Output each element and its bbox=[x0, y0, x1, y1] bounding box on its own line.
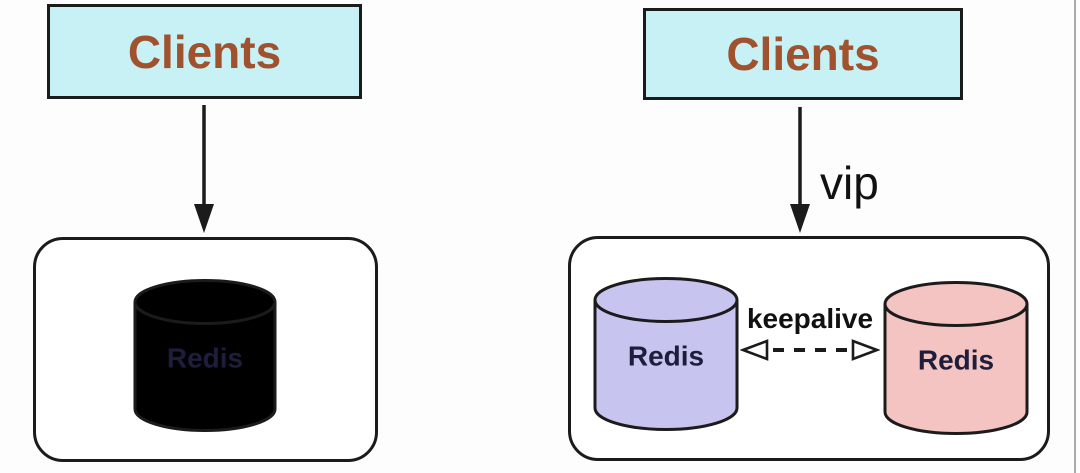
redis-label: Redis bbox=[166, 342, 244, 374]
database-cylinder-icon bbox=[593, 277, 739, 431]
clients-label: Clients bbox=[127, 25, 282, 78]
clients-box-single: Clients bbox=[47, 4, 362, 99]
clients-to-redis-arrow bbox=[194, 105, 214, 233]
image-right-border bbox=[1074, 0, 1076, 473]
clients-label: Clients bbox=[726, 28, 880, 80]
redis-database-cylinder: Redis bbox=[132, 277, 278, 434]
clients-to-vip-arrow bbox=[790, 107, 810, 233]
redis-backup-cylinder: Redis bbox=[882, 279, 1030, 437]
database-cylinder-icon bbox=[883, 281, 1029, 435]
redis-primary-label: Redis bbox=[627, 340, 705, 372]
redis-backup-label: Redis bbox=[917, 344, 995, 376]
clients-box-ha: Clients bbox=[643, 8, 963, 100]
vip-label: vip bbox=[820, 157, 879, 209]
keepalive-label: keepalive bbox=[746, 303, 874, 334]
keepalive-dashed-arrow bbox=[740, 339, 880, 361]
database-cylinder-icon bbox=[133, 279, 277, 432]
redis-primary-cylinder: Redis bbox=[592, 275, 740, 433]
